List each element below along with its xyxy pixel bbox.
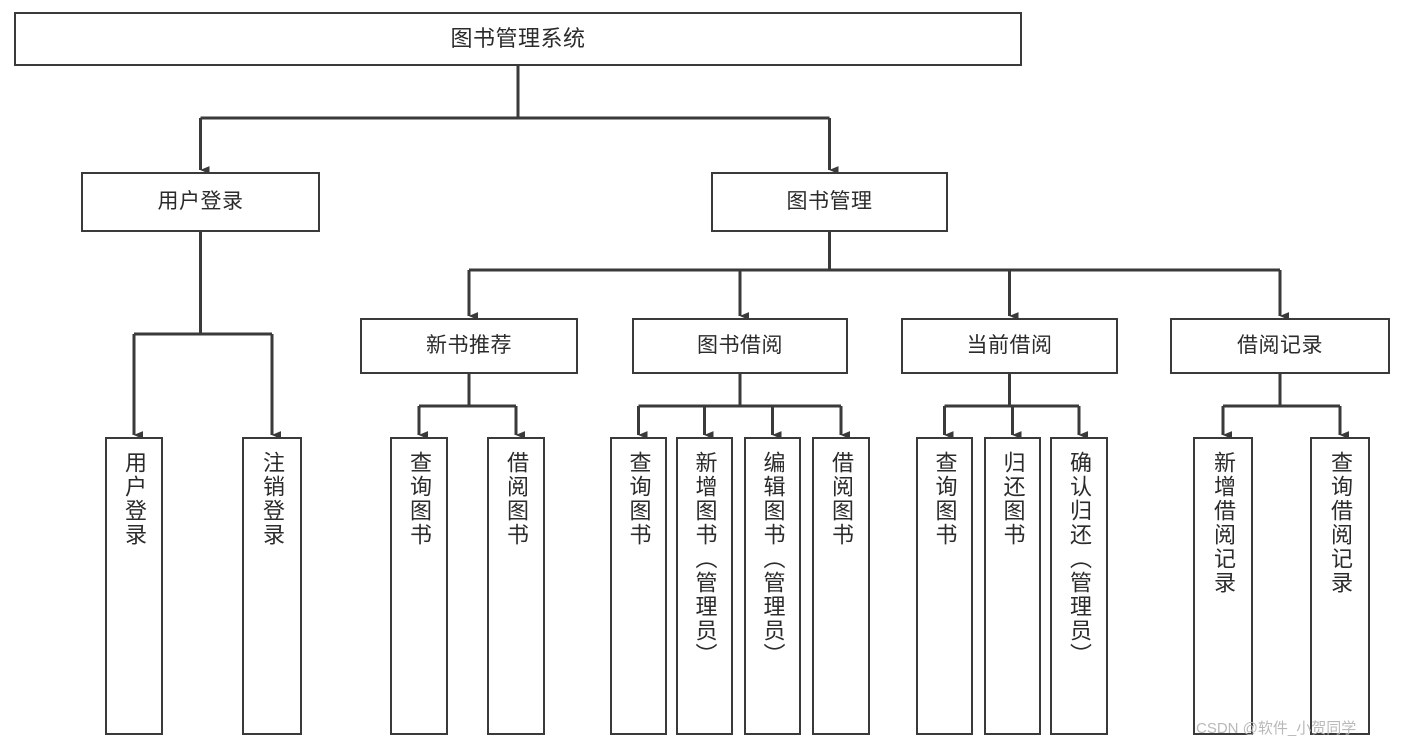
- node-label: 查询借阅记录: [1328, 451, 1353, 595]
- node-leaf-rec-1[interactable]: 新增借阅记录: [1193, 437, 1253, 735]
- node-borrow[interactable]: 图书借阅: [632, 318, 848, 374]
- node-label: 查询图书: [626, 451, 652, 547]
- node-label: 图书管理: [786, 189, 873, 213]
- node-label: 编辑图书（管理员）: [760, 451, 786, 667]
- node-label: 用户登录: [122, 451, 147, 547]
- node-label: 图书管理系统: [450, 26, 586, 52]
- node-label: 确认归还（管理员）: [1067, 451, 1092, 667]
- node-label: 图书借阅: [697, 333, 783, 357]
- node-leaf-borrow-2[interactable]: 新增图书（管理员）: [676, 437, 733, 735]
- node-label: 新增图书（管理员）: [692, 451, 718, 667]
- node-leaf-new-2[interactable]: 借阅图书: [487, 437, 545, 735]
- node-leaf-borrow-3[interactable]: 编辑图书（管理员）: [744, 437, 801, 735]
- node-leaf-borrow-1[interactable]: 查询图书: [610, 437, 667, 735]
- node-label: 借阅图书: [504, 451, 529, 547]
- node-leaf-login-1[interactable]: 用户登录: [105, 437, 163, 735]
- node-leaf-cur-3[interactable]: 确认归还（管理员）: [1050, 437, 1108, 735]
- node-label: 归还图书: [1000, 451, 1026, 547]
- node-leaf-rec-2[interactable]: 查询借阅记录: [1310, 437, 1370, 735]
- node-leaf-login-2[interactable]: 注销登录: [242, 437, 302, 735]
- node-label: 用户登录: [157, 189, 244, 213]
- node-root[interactable]: 图书管理系统: [14, 12, 1022, 66]
- node-login[interactable]: 用户登录: [81, 172, 320, 232]
- node-bookmgmt[interactable]: 图书管理: [711, 172, 948, 232]
- node-leaf-borrow-4[interactable]: 借阅图书: [812, 437, 870, 735]
- node-label: 当前借阅: [966, 333, 1053, 357]
- node-leaf-new-1[interactable]: 查询图书: [390, 437, 448, 735]
- node-label: 查询图书: [932, 451, 958, 547]
- node-leaf-cur-1[interactable]: 查询图书: [916, 437, 973, 735]
- node-current[interactable]: 当前借阅: [901, 318, 1118, 374]
- node-label: 借阅记录: [1237, 333, 1323, 357]
- node-label: 新增借阅记录: [1211, 451, 1236, 595]
- node-label: 注销登录: [260, 451, 285, 547]
- edge-paths: [132, 66, 1350, 439]
- node-label: 查询图书: [407, 451, 432, 547]
- node-label: 借阅图书: [829, 451, 854, 547]
- node-newbook[interactable]: 新书推荐: [360, 318, 578, 374]
- node-label: 新书推荐: [426, 333, 512, 357]
- node-records[interactable]: 借阅记录: [1170, 318, 1390, 374]
- node-leaf-cur-2[interactable]: 归还图书: [984, 437, 1041, 735]
